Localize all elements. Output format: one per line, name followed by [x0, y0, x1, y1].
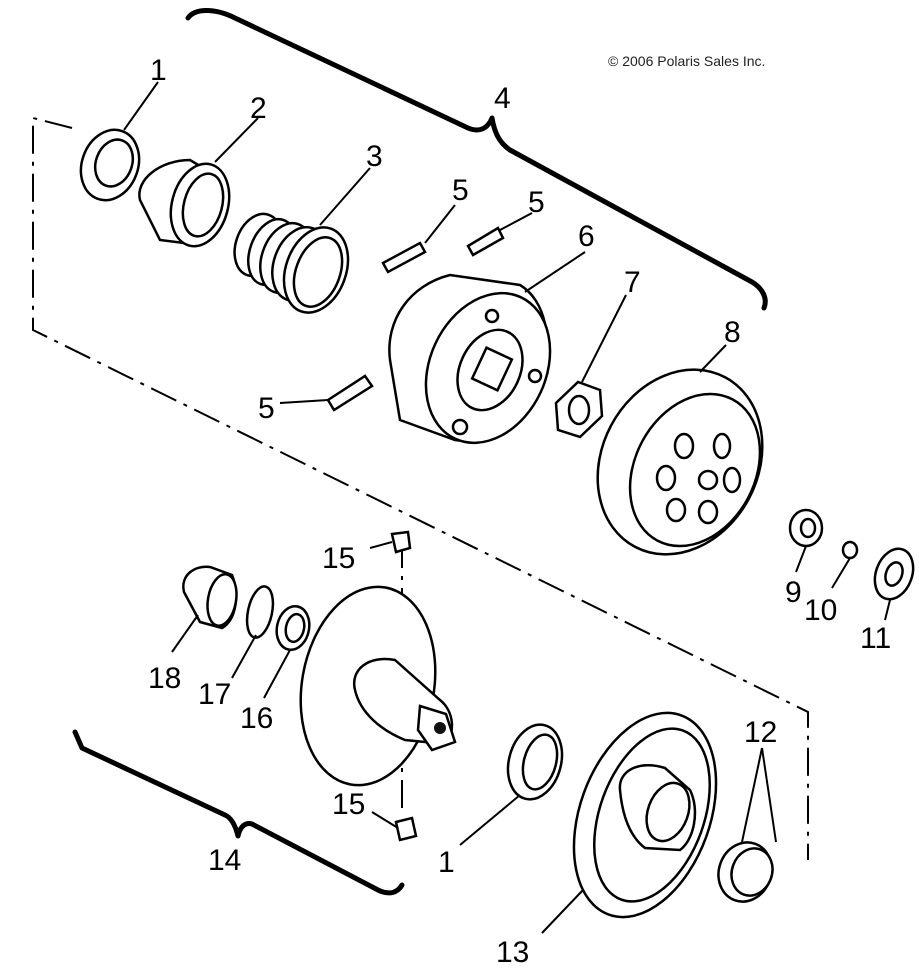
- bracket-assembly-4: [185, 8, 768, 311]
- callout-15-upper: 15: [322, 542, 355, 575]
- callout-15-lower: 15: [332, 788, 365, 821]
- part-6-clutch-shoe: [388, 273, 552, 445]
- callout-6: 6: [578, 220, 595, 253]
- part-2-bushing: [138, 158, 231, 248]
- part-5-spring-a: [381, 241, 427, 274]
- part-3-spring: [233, 212, 350, 314]
- part-15-fitting-lower: [394, 816, 418, 842]
- callout-17: 17: [198, 678, 231, 711]
- part-13-fixed-sheave: [572, 711, 718, 919]
- callout-7: 7: [624, 266, 641, 299]
- part-1-seal-lower: [506, 723, 564, 801]
- leader-lines: [123, 81, 891, 934]
- callout-5-b: 5: [528, 186, 545, 219]
- callout-11: 11: [860, 622, 891, 655]
- part-12-cap: [717, 841, 774, 903]
- copyright-notice: © 2006 Polaris Sales Inc.: [608, 53, 766, 69]
- axis-line-upper: [32, 116, 809, 860]
- callout-1-upper: 1: [150, 54, 167, 87]
- callout-4: 4: [494, 82, 511, 115]
- part-8-clutch-drum: [596, 368, 764, 556]
- bracket-assembly-14: [72, 729, 405, 896]
- callout-5-a: 5: [452, 174, 469, 207]
- part-15-fitting-upper: [390, 530, 412, 554]
- part-10-washer: [841, 540, 859, 560]
- part-14-sheave: [299, 585, 457, 787]
- callout-14: 14: [208, 844, 241, 877]
- callout-18: 18: [148, 662, 181, 695]
- part-1-seal-upper: [79, 128, 141, 202]
- callout-5-c: 5: [258, 392, 275, 425]
- part-5-spring-c: [326, 374, 374, 412]
- callout-9: 9: [785, 576, 802, 609]
- part-16-seal: [275, 604, 311, 652]
- part-9-nut: [788, 508, 824, 548]
- part-5-spring-b: [466, 226, 505, 257]
- callout-10: 10: [804, 594, 837, 627]
- callout-13: 13: [496, 936, 529, 969]
- part-11-bearing: [873, 547, 915, 601]
- callout-8: 8: [724, 316, 741, 349]
- callout-2: 2: [250, 92, 267, 125]
- part-17-snap-ring: [245, 585, 275, 639]
- callout-12: 12: [744, 716, 777, 749]
- part-18-needle-bearing: [182, 565, 238, 630]
- callout-1-lower: 1: [438, 846, 455, 879]
- part-7-nut: [554, 380, 604, 439]
- callout-16: 16: [240, 702, 273, 735]
- callout-3: 3: [366, 140, 383, 173]
